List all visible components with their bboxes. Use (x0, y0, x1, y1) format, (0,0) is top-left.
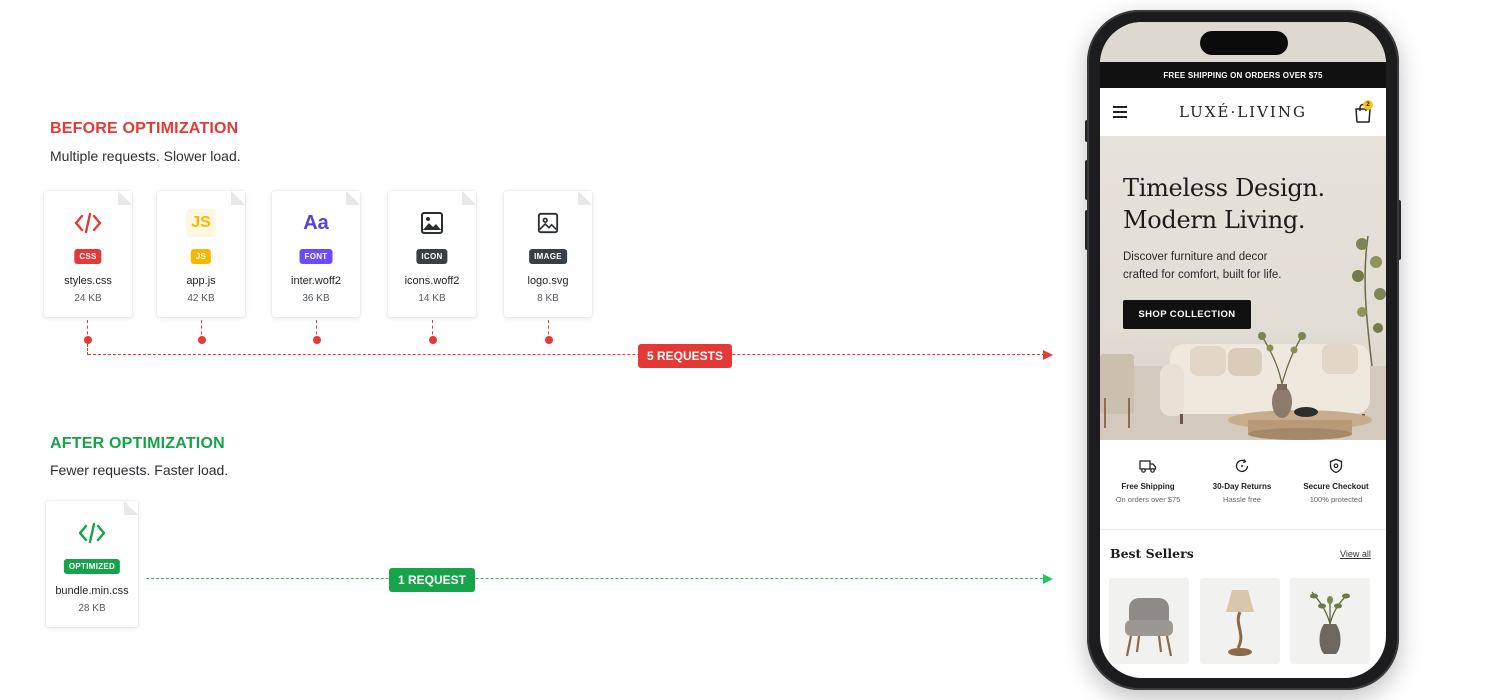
file-tag: IMAGE (529, 249, 567, 264)
best-sellers-heading: Best Sellers (1110, 546, 1194, 561)
truck-icon (1139, 460, 1157, 473)
arrow-right-icon (1043, 350, 1053, 360)
requests-badge: 5 REQUESTS (638, 344, 733, 368)
requests-badge: 1 REQUEST (389, 568, 476, 592)
view-all-link[interactable]: View all (1340, 549, 1371, 559)
file-card-logo-svg: IMAGE logo.svg 8 KB (504, 191, 592, 317)
living-room-illustration (1100, 235, 1386, 440)
connector-dot (198, 336, 206, 344)
connector-line (432, 320, 433, 340)
before-title: BEFORE OPTIMIZATION (50, 120, 239, 137)
cart-count-badge: 2 (1363, 100, 1373, 110)
features-row: Free Shipping On orders over $75 30-Day … (1100, 440, 1386, 530)
file-tag: CSS (74, 249, 102, 264)
product-card-chair[interactable] (1109, 578, 1189, 664)
image-icon (388, 209, 476, 237)
hero-subtitle: Discover furniture and decor crafted for… (1123, 251, 1282, 281)
file-name: logo.svg (527, 275, 569, 287)
connector-line (87, 344, 88, 355)
brand-logo[interactable]: LUXÉ·LIVING (1179, 103, 1307, 121)
file-tag: OPTIMIZED (63, 559, 121, 574)
returns-icon (1235, 459, 1249, 472)
after-title: AFTER OPTIMIZATION (50, 435, 225, 452)
file-name: bundle.min.css (55, 585, 129, 597)
code-icon (46, 519, 138, 547)
file-card-styles-css: CSS styles.css 24 KB (44, 191, 132, 317)
file-size: 36 KB (302, 293, 330, 304)
connector-line (201, 320, 202, 340)
file-name: inter.woff2 (291, 275, 341, 287)
code-icon (44, 209, 132, 237)
connector-dot (84, 336, 92, 344)
navbar: LUXÉ·LIVING 2 (1100, 88, 1386, 136)
connector-dot (313, 336, 321, 344)
file-size: 14 KB (418, 293, 446, 304)
request-flow-line (146, 578, 1048, 579)
shield-icon (1329, 458, 1343, 474)
file-size: 8 KB (537, 293, 559, 304)
file-card-icons-woff2: ICON icons.woff2 14 KB (388, 191, 476, 317)
connector-line (87, 320, 88, 340)
file-size: 42 KB (187, 293, 215, 304)
file-card-inter-woff2: Aa FONT inter.woff2 36 KB (272, 191, 360, 317)
file-tag: ICON (416, 249, 448, 264)
product-card-lamp[interactable] (1200, 578, 1280, 664)
connector-dot (545, 336, 553, 344)
connector-dot (429, 336, 437, 344)
connector-line (548, 320, 549, 340)
feature-free-shipping: Free Shipping On orders over $75 (1103, 458, 1193, 504)
arrow-right-icon (1043, 574, 1053, 584)
phone-screen: FREE SHIPPING ON ORDERS OVER $75 LUXÉ·LI… (1100, 22, 1386, 678)
hero-title: Timeless Design. Modern Living. (1123, 174, 1325, 234)
hero-section: Timeless Design. Modern Living. Discover… (1100, 136, 1386, 440)
dynamic-island (1200, 31, 1288, 55)
product-card-vase[interactable] (1290, 578, 1370, 664)
file-card-app-js: JS JS app.js 42 KB (157, 191, 245, 317)
shop-collection-button[interactable]: SHOP COLLECTION (1123, 300, 1251, 329)
file-card-bundle-min-css: OPTIMIZED bundle.min.css 28 KB (46, 501, 138, 627)
file-name: app.js (186, 275, 216, 287)
promo-banner: FREE SHIPPING ON ORDERS OVER $75 (1100, 62, 1386, 88)
font-icon: Aa (303, 211, 329, 234)
file-name: styles.css (64, 275, 112, 287)
feature-secure-checkout: Secure Checkout 100% protected (1291, 458, 1381, 504)
js-icon: JS (186, 209, 216, 237)
file-size: 28 KB (78, 603, 106, 614)
file-tag: FONT (299, 249, 333, 264)
before-subtitle: Multiple requests. Slower load. (50, 148, 241, 164)
menu-icon[interactable] (1113, 106, 1127, 118)
request-flow-line (88, 354, 1050, 355)
feature-returns: 30-Day Returns Hassle free (1197, 458, 1287, 504)
chair-icon (1125, 598, 1173, 657)
connector-line (316, 320, 317, 340)
file-tag: JS (190, 249, 212, 264)
lamp-icon (1226, 590, 1254, 656)
after-subtitle: Fewer requests. Faster load. (50, 462, 229, 478)
file-name: icons.woff2 (404, 275, 460, 287)
picture-icon (504, 209, 592, 237)
file-size: 24 KB (74, 293, 102, 304)
vase-icon (1310, 591, 1350, 654)
